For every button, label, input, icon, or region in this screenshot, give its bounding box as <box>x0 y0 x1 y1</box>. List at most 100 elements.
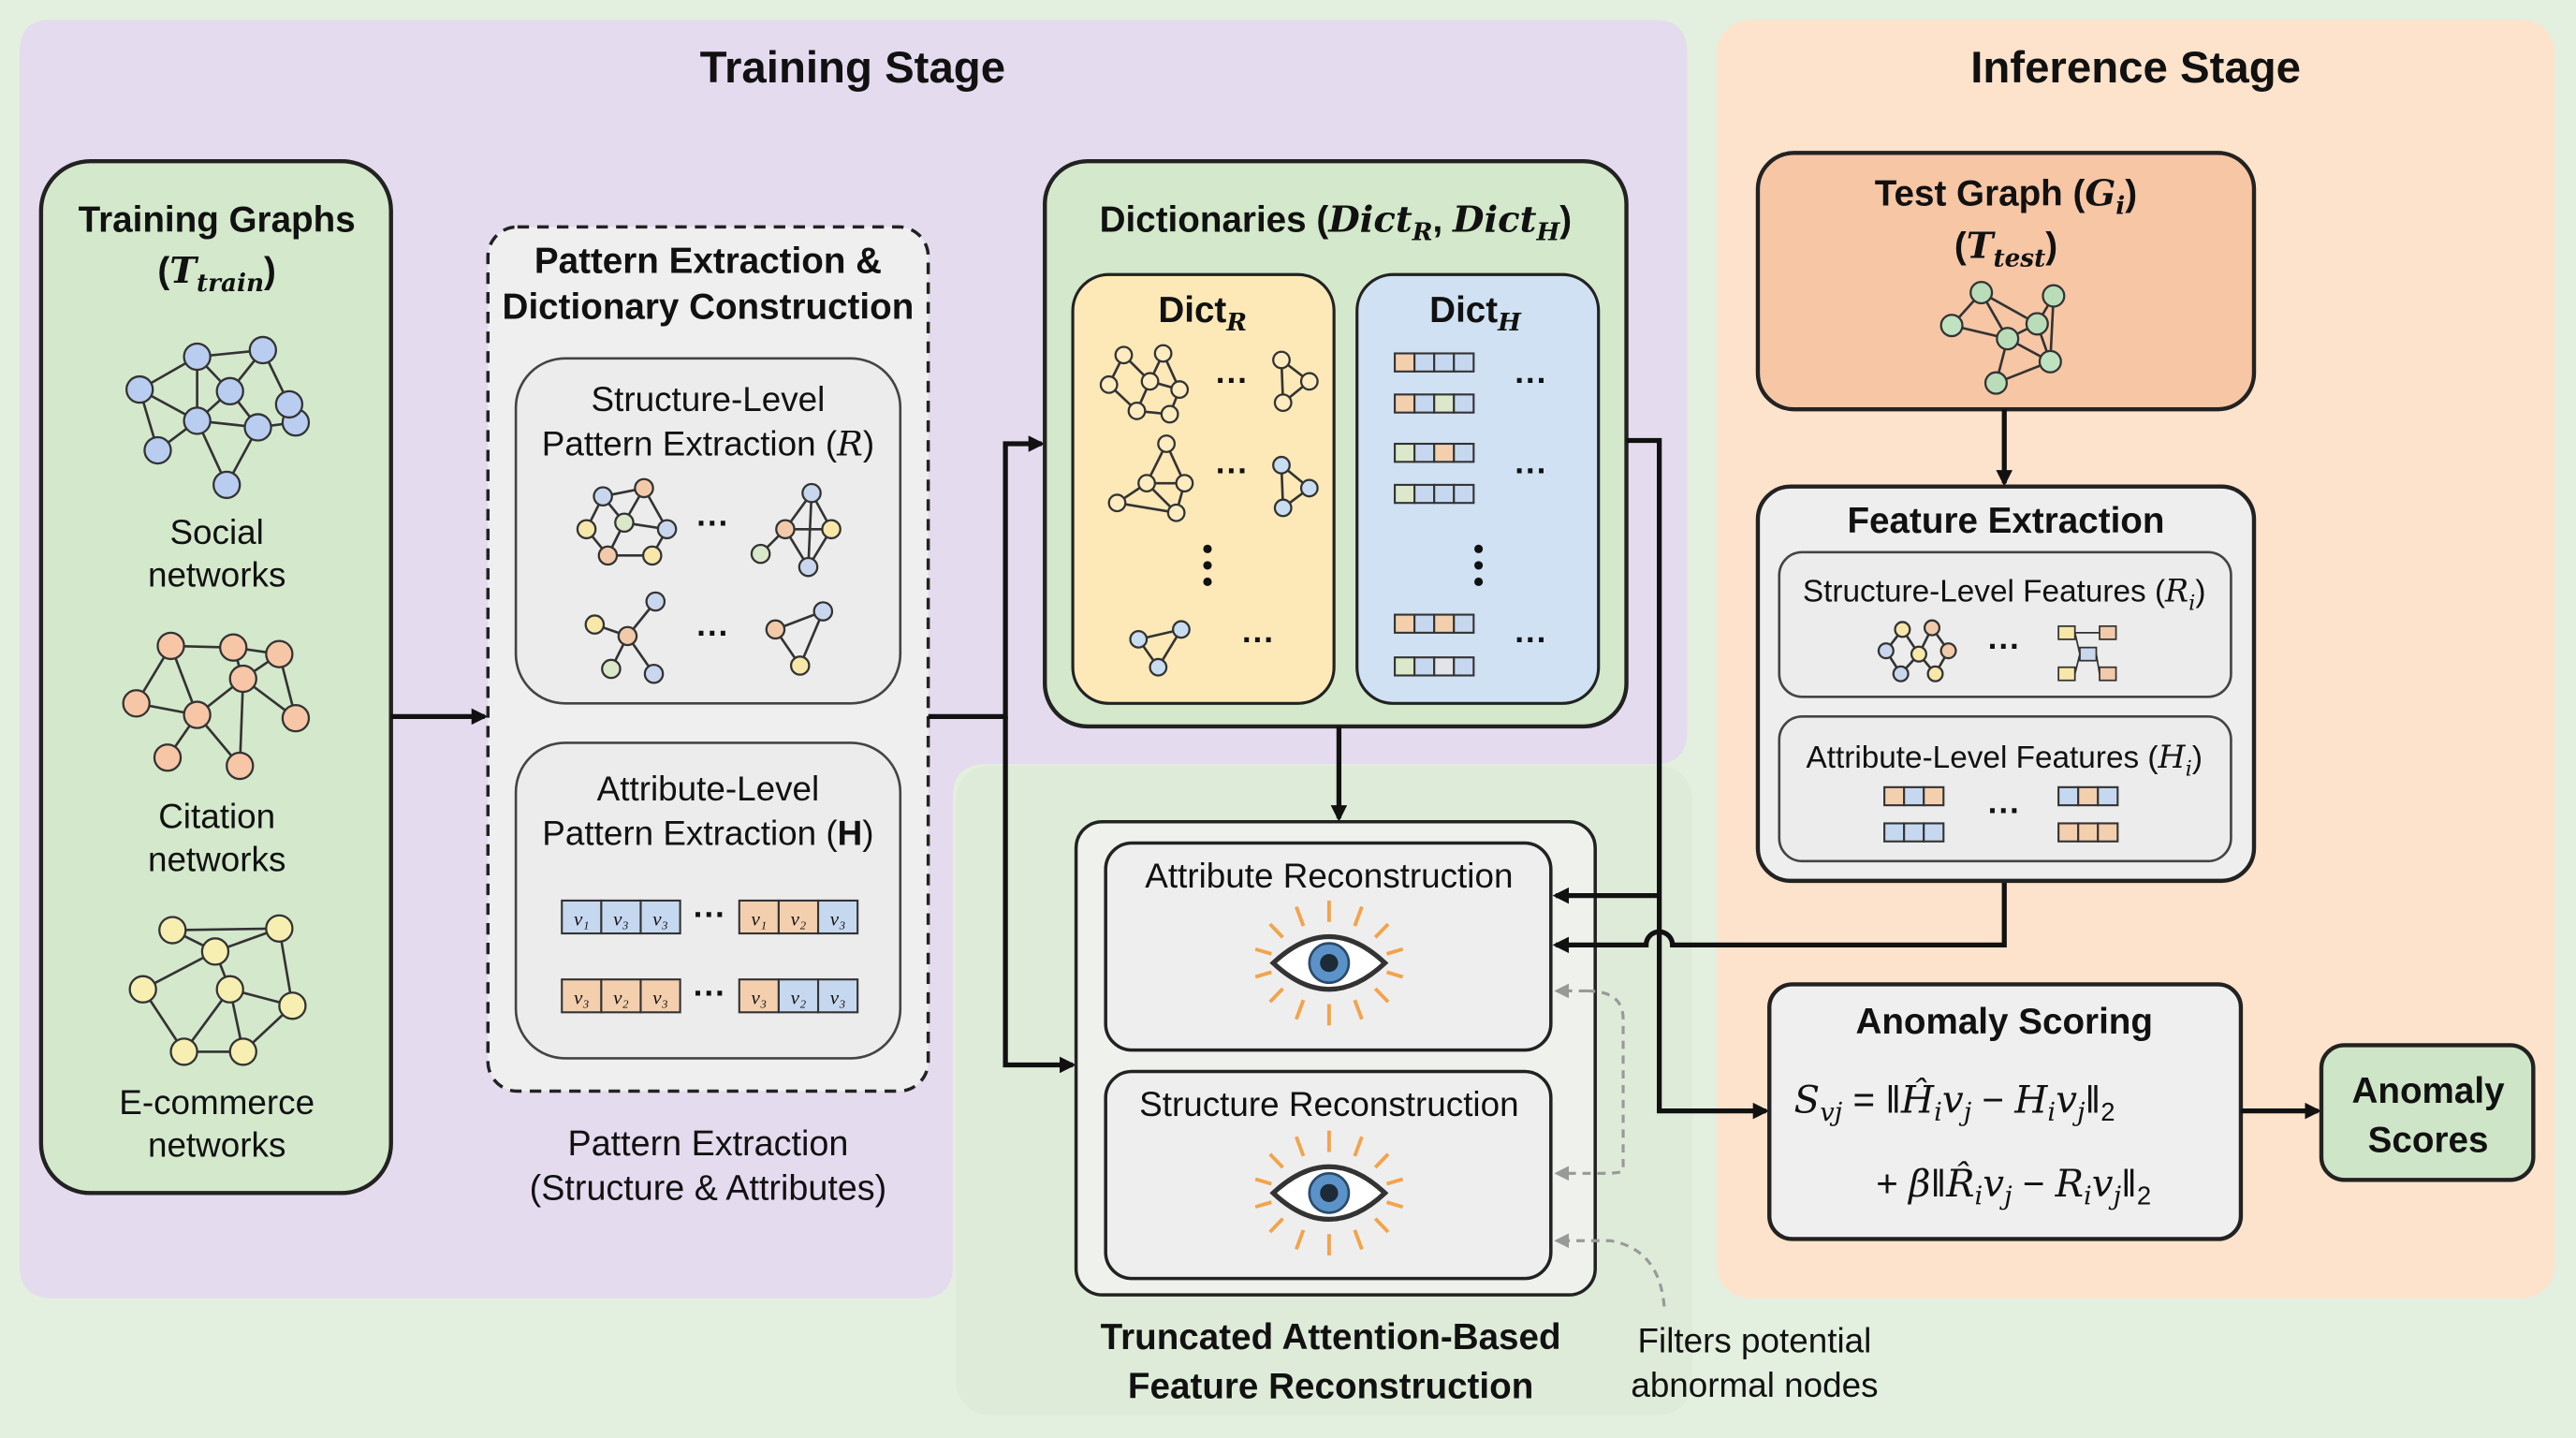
eye-ray <box>1295 1136 1306 1157</box>
text-part: test <box>1993 243 2045 272</box>
social-network-graph-icon <box>125 335 311 500</box>
inference-stage-title: Inference Stage <box>1970 43 2301 93</box>
graph-node <box>1172 620 1191 639</box>
dict-pattern-icon <box>1272 350 1319 413</box>
text-part: ‖ <box>2086 1078 2101 1121</box>
text-part: ‖ <box>2121 1162 2137 1205</box>
graph-node <box>248 335 277 365</box>
eye-ray <box>1385 946 1404 956</box>
graph-node <box>645 591 666 612</box>
text-part: + <box>1876 1162 1909 1205</box>
graph-node <box>219 633 248 662</box>
structure-feature-graph-icon <box>1877 619 1957 682</box>
training-graphs-title: Training Graphs <box>79 200 356 241</box>
dict-pattern-icon <box>1272 455 1319 518</box>
eye-pupil <box>1320 1183 1339 1202</box>
text-part: ) <box>2125 174 2137 214</box>
attribute-reconstruction-title: Attribute Reconstruction <box>1145 857 1513 895</box>
graph-node <box>821 519 842 540</box>
vector-cell-label: v₃ <box>574 987 590 1009</box>
graph-node <box>183 406 212 435</box>
vector-cell <box>738 899 780 935</box>
graph-node <box>1175 474 1194 493</box>
vector-cell <box>1394 442 1416 463</box>
graph-node <box>183 700 212 729</box>
vector-cell <box>1453 352 1475 373</box>
text-part: R <box>2164 573 2188 609</box>
pattern-extraction-title-2: Dictionary Construction <box>503 287 915 328</box>
vector-cell <box>1394 656 1416 677</box>
graph-edge <box>172 927 280 932</box>
graph-node <box>1939 314 1964 338</box>
vector-cell <box>1394 352 1416 373</box>
text-part: i <box>2047 1098 2056 1127</box>
test-graph-symbol: (Ttest) <box>1954 226 2057 273</box>
text-part: i <box>1975 1182 1983 1211</box>
graph-node <box>183 342 212 372</box>
graph-node <box>228 664 257 694</box>
vector-cell <box>1433 442 1456 463</box>
ellipsis: ··· <box>696 615 729 652</box>
text-part: H <box>2013 1078 2048 1122</box>
vector-cell <box>600 899 642 935</box>
vector-cell <box>561 899 603 935</box>
text-part: Test Graph ( <box>1875 174 2086 214</box>
graph-node <box>2025 312 2049 336</box>
eye-ray <box>1268 987 1284 1004</box>
vector-cell <box>1433 613 1456 634</box>
vector-cell <box>1883 785 1906 807</box>
text-part: i <box>2115 191 2125 220</box>
arrow-extraction-to-reconstruction <box>1003 716 1076 1074</box>
graph-node <box>584 614 606 635</box>
feature-extraction-title: Feature Extraction <box>1847 501 2164 541</box>
attribute-feature-vectors <box>1883 785 2119 843</box>
text-part: ‖ <box>1930 1162 1946 1205</box>
pattern-extraction-caption-2: (Structure & Attributes) <box>530 1167 887 1207</box>
vector-cell <box>2057 822 2080 843</box>
vector-cell <box>738 978 780 1014</box>
pattern-graph-icon <box>584 591 666 684</box>
vector-cell <box>1453 442 1475 463</box>
graph-node <box>1153 344 1173 363</box>
structure-node <box>2079 646 2098 662</box>
graph-node <box>2038 349 2062 374</box>
graph-node <box>128 975 157 1004</box>
ecommerce-network-graph-icon <box>128 914 307 1066</box>
text-part: T <box>1967 226 1997 268</box>
ecommerce-label-2: networks <box>148 1126 285 1165</box>
ellipsis: ··· <box>1515 362 1547 399</box>
text-part: 2 <box>2137 1181 2151 1211</box>
graph-node <box>1892 665 1910 682</box>
text-part: Dict <box>1452 199 1537 242</box>
graph-node <box>215 975 244 1004</box>
graph-node <box>1299 372 1319 391</box>
graph-node <box>1926 665 1944 682</box>
graph-node <box>125 374 154 404</box>
structure-edge <box>2095 653 2100 674</box>
text-part: ) <box>863 424 874 462</box>
graph-node <box>617 625 638 647</box>
text-part: G <box>2085 173 2115 215</box>
eye-ray <box>1353 1229 1364 1251</box>
vector-cell <box>816 978 859 1014</box>
graph-node <box>801 482 822 504</box>
graph-node <box>1272 350 1291 370</box>
pattern-graph-icon <box>750 482 842 578</box>
vector-cell <box>1453 613 1475 634</box>
vector-cell <box>1413 442 1436 463</box>
vector-cell <box>1903 822 1925 843</box>
text-part: Dictionaries ( <box>1100 200 1329 241</box>
arrow-extraction-to-dictionaries <box>928 435 1046 719</box>
dict-attribute-vectors <box>1394 352 1475 677</box>
vector-cell <box>561 978 603 1014</box>
text-part: H <box>1536 217 1561 246</box>
eye-ray <box>1373 1152 1390 1169</box>
graph-node <box>614 512 635 534</box>
text-part: S <box>1794 1078 1821 1122</box>
structure-node <box>2099 624 2117 640</box>
ellipsis: ··· <box>694 896 726 932</box>
ellipsis: ··· <box>1988 628 2021 665</box>
text-part: ) <box>1559 200 1572 241</box>
graph-node <box>593 486 613 506</box>
vector-cell-label: v₃ <box>652 987 668 1009</box>
